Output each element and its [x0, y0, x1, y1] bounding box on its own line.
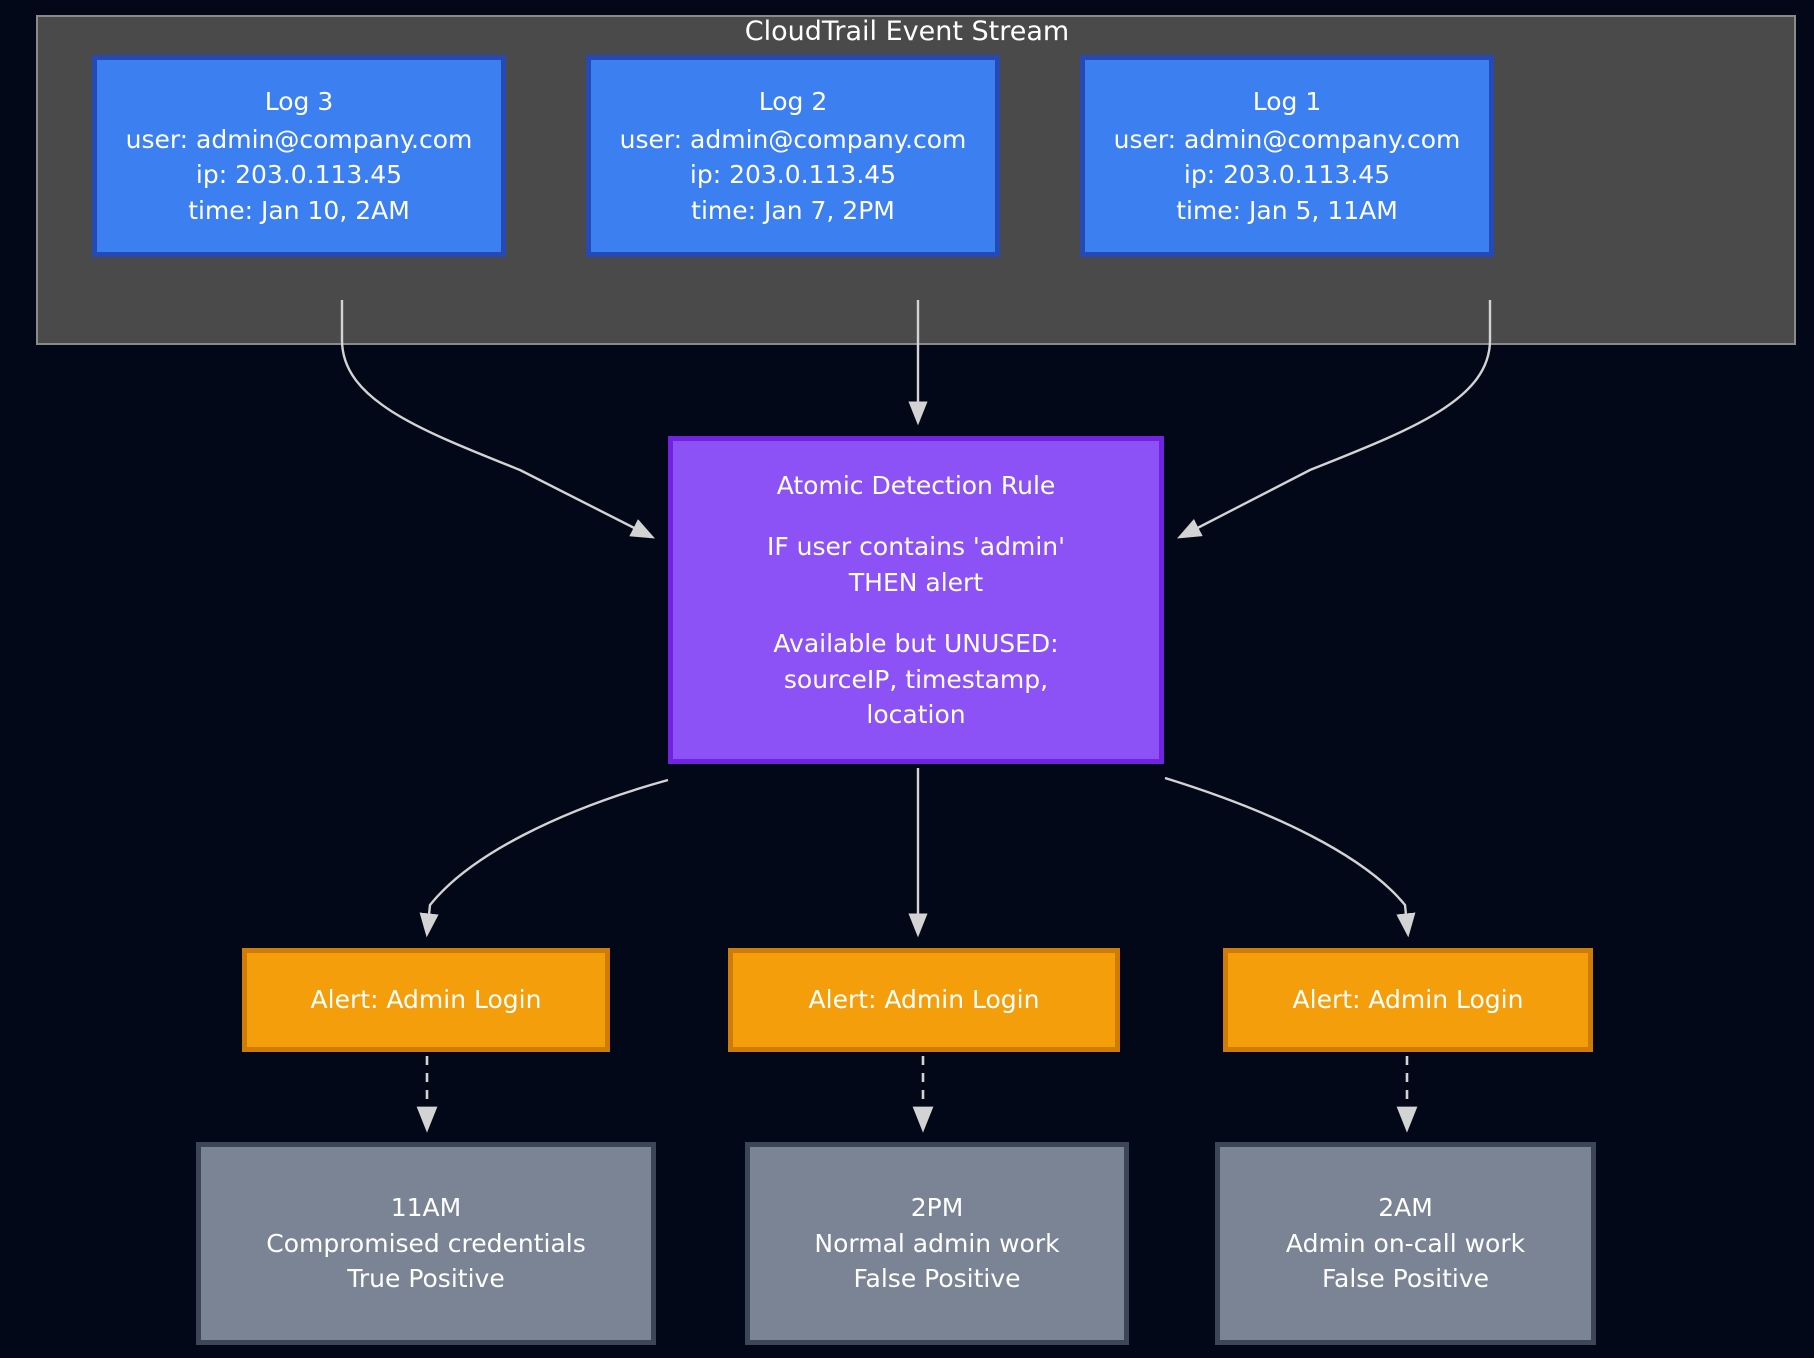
rule-unused-line-1: sourceIP, timestamp, — [783, 664, 1049, 694]
rule-unused-header: Available but UNUSED: — [773, 629, 1059, 658]
rule-title: Atomic Detection Rule — [776, 470, 1056, 500]
rule-condition-line-1: IF user contains 'admin' — [766, 532, 1066, 561]
log3-title: Log 3 — [264, 87, 334, 116]
alert1-label: Alert: Admin Login — [310, 985, 542, 1015]
atomic-detection-rule-node[interactable]: Atomic Detection Rule IF user contains '… — [668, 436, 1164, 764]
rule-unused-line-2: location — [866, 700, 966, 729]
log2-time: time: Jan 7, 2PM — [691, 195, 895, 225]
alert3-label: Alert: Admin Login — [1292, 985, 1524, 1015]
log-node-log2[interactable]: Log 2 user: admin@company.com ip: 203.0.… — [586, 55, 1000, 257]
outcome1-verdict: True Positive — [347, 1264, 505, 1294]
log-node-log1[interactable]: Log 1 user: admin@company.com ip: 203.0.… — [1080, 55, 1494, 257]
log1-time: time: Jan 5, 11AM — [1176, 195, 1398, 225]
log-node-log3[interactable]: Log 3 user: admin@company.com ip: 203.0.… — [92, 55, 506, 257]
log3-ip: ip: 203.0.113.45 — [195, 160, 403, 189]
cloudtrail-event-stream-title: CloudTrail Event Stream — [744, 16, 1070, 47]
alert2-label: Alert: Admin Login — [808, 985, 1040, 1015]
log1-user: user: admin@company.com — [1113, 124, 1461, 154]
alert-node-3[interactable]: Alert: Admin Login — [1223, 948, 1593, 1052]
edge-rule-to-alert1 — [419, 778, 669, 938]
outcome3-time: 2AM — [1378, 1193, 1433, 1223]
outcome2-time: 2PM — [910, 1193, 964, 1223]
outcome1-description: Compromised credentials — [266, 1228, 586, 1258]
outcome1-time: 11AM — [390, 1193, 462, 1223]
outcome-node-1[interactable]: 11AM Compromised credentials True Positi… — [196, 1142, 656, 1345]
outcome3-description: Admin on-call work — [1285, 1228, 1526, 1258]
log1-ip: ip: 203.0.113.45 — [1183, 160, 1391, 189]
outcome2-verdict: False Positive — [853, 1264, 1021, 1294]
outcome2-description: Normal admin work — [814, 1228, 1060, 1258]
log2-ip: ip: 203.0.113.45 — [689, 160, 897, 189]
rule-condition-line-2: THEN alert — [848, 567, 984, 597]
log3-time: time: Jan 10, 2AM — [188, 195, 410, 225]
outcome3-verdict: False Positive — [1321, 1264, 1490, 1294]
alert-node-1[interactable]: Alert: Admin Login — [242, 948, 610, 1052]
outcome-node-3[interactable]: 2AM Admin on-call work False Positive — [1215, 1142, 1596, 1345]
outcome-node-2[interactable]: 2PM Normal admin work False Positive — [745, 1142, 1129, 1345]
log2-title: Log 2 — [758, 87, 828, 116]
edge-rule-to-alert3 — [1164, 776, 1416, 938]
log3-user: user: admin@company.com — [125, 124, 473, 154]
log1-title: Log 1 — [1252, 87, 1322, 116]
alert-node-2[interactable]: Alert: Admin Login — [728, 948, 1120, 1052]
log2-user: user: admin@company.com — [619, 124, 967, 154]
